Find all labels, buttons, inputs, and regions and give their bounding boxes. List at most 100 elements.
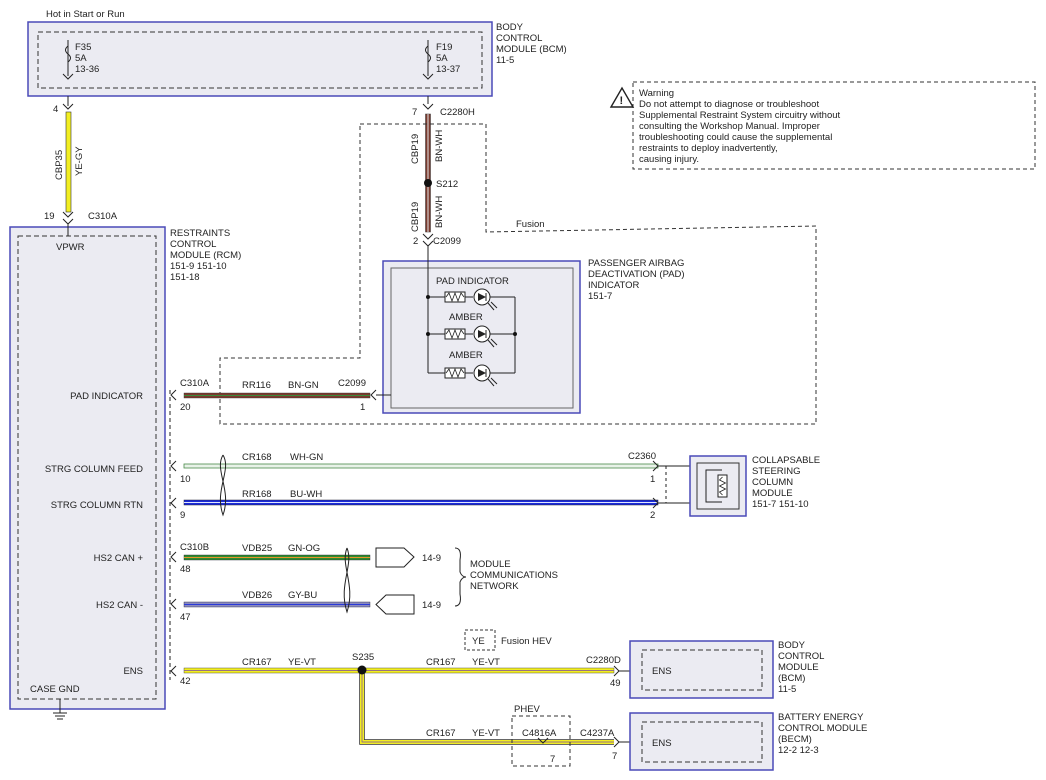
twisted-pair-icon <box>343 547 351 614</box>
rr116-conn-left: C310A <box>180 378 210 389</box>
connector-symbol <box>62 103 74 110</box>
pad-title: PASSENGER AIRBAG DEACTIVATION (PAD) INDI… <box>588 258 685 302</box>
connector-symbol <box>537 737 549 744</box>
pad-module-inner <box>390 267 574 409</box>
svg-text:151-7 151-10: 151-7 151-10 <box>752 499 809 510</box>
phev-label: PHEV <box>514 704 541 715</box>
svg-text:AMBER: AMBER <box>449 350 483 361</box>
cbp35-pin-top: 4 <box>53 104 58 115</box>
network-arrow-icon <box>375 594 415 615</box>
rr116-conn-right: C2099 <box>338 378 366 389</box>
wire-cbp19 <box>425 113 431 233</box>
svg-text:troubleshooting could cause th: troubleshooting could cause the suppleme… <box>639 132 832 143</box>
svg-text:MODULE: MODULE <box>778 662 819 673</box>
rcm-box <box>9 226 166 710</box>
ens-bcm-circuit: CR167 <box>426 657 456 668</box>
svg-text:causing injury.: causing injury. <box>639 154 699 165</box>
cbp35-pin-bottom: 19 <box>44 211 55 222</box>
cbp19-color: BN-WH <box>434 130 445 162</box>
wire-cbp35 <box>65 111 72 213</box>
vdb25-circuit: VDB25 <box>242 543 272 554</box>
svg-text:!: ! <box>620 95 624 107</box>
fusion-hev-label: Fusion HEV <box>501 636 552 647</box>
connector-symbol <box>62 218 74 225</box>
rcm-pin-strg-column-rtn: STRG COLUMN RTN <box>51 500 143 511</box>
svg-text:Warning: Warning <box>639 88 674 99</box>
fuse-f19-ref: 13-37 <box>436 64 460 75</box>
network-arrow-icon <box>375 547 415 568</box>
vdb26-ref: 14-9 <box>422 600 441 611</box>
bcm-bottom-title: BODY CONTROL MODULE (BCM) 11-5 <box>778 640 824 695</box>
connector-symbol <box>170 460 177 472</box>
vdb26-color: GY-BU <box>288 590 317 601</box>
connector-symbol <box>422 103 434 110</box>
rr116-circuit: RR116 <box>242 380 271 391</box>
becm-ens: ENS <box>652 738 672 749</box>
cbp19-circuit-lower: CBP19 <box>410 202 421 232</box>
pad-lamp-row: AMBER <box>428 350 515 387</box>
cbp35-connector: C310A <box>88 211 118 222</box>
rcm-pin-strg-column-feed: STRG COLUMN FEED <box>45 464 143 475</box>
svg-text:PAD INDICATOR: PAD INDICATOR <box>436 276 509 287</box>
splice-s235-label: S235 <box>352 652 374 663</box>
svg-text:STEERING: STEERING <box>752 466 801 477</box>
rcm-pin-ens: ENS <box>123 666 143 677</box>
connector-symbol <box>62 73 74 80</box>
wire-rr116 <box>183 392 371 399</box>
power-source-label: Hot in Start or Run <box>46 9 125 20</box>
ens-bcm-color: YE-VT <box>472 657 500 668</box>
svg-text:(BCM): (BCM) <box>778 673 805 684</box>
wire-rr168 <box>183 499 659 506</box>
connector-symbol <box>370 389 377 401</box>
fuse-f35-id: F35 <box>75 42 91 53</box>
svg-text:151-7: 151-7 <box>588 291 612 302</box>
bcm-bottom-ens: ENS <box>652 666 672 677</box>
warning-text: Warning Do not attempt to diagnose or tr… <box>639 88 841 165</box>
rr116-pin-right: 1 <box>360 402 365 413</box>
svg-text:AMBER: AMBER <box>449 312 483 323</box>
bcm-top-title: BODY CONTROL MODULE (BCM) 11-5 <box>496 22 567 66</box>
c4816a-label: C4816A <box>522 728 557 739</box>
rr168-pin-right: 2 <box>650 510 655 521</box>
svg-text:INDICATOR: INDICATOR <box>588 280 640 291</box>
svg-text:151-18: 151-18 <box>170 272 200 283</box>
ens-circuit: CR167 <box>242 657 272 668</box>
wire-cr167-main <box>183 667 615 674</box>
bcm-top-box <box>27 21 493 97</box>
fusion-hev-box-label: YE <box>472 636 485 647</box>
fuse-f35-ref: 13-36 <box>75 64 99 75</box>
fusion-label: Fusion <box>516 219 545 230</box>
rr116-color: BN-GN <box>288 380 319 391</box>
rcm-pin-pad-indicator: PAD INDICATOR <box>70 391 143 402</box>
ens-bcm-conn: C2280D <box>586 655 621 666</box>
rcm-pin-hs2-can-plus: HS2 CAN + <box>94 553 144 564</box>
cbp19-circuit: CBP19 <box>410 134 421 164</box>
svg-text:consulting the Workshop Manual: consulting the Workshop Manual. Improper <box>639 121 820 132</box>
svg-text:Supplemental Restraint System: Supplemental Restraint System circuitry … <box>639 110 841 121</box>
vdb26-circuit: VDB26 <box>242 590 272 601</box>
rcm-pin-hs2-can-minus: HS2 CAN - <box>96 600 143 611</box>
splice-s212 <box>424 179 432 187</box>
vdb25-conn-left: C310B <box>180 542 209 553</box>
connector-symbol <box>613 665 620 677</box>
ens-becm-pin: 7 <box>612 751 617 762</box>
fuse-f35-symbol <box>65 45 71 63</box>
connector-symbol <box>170 665 177 677</box>
svg-text:11-5: 11-5 <box>778 684 796 695</box>
fusion-hev-box <box>464 629 496 651</box>
svg-text:COLLAPSABLE: COLLAPSABLE <box>752 455 820 466</box>
fuse-f19-rating: 5A <box>436 53 448 64</box>
svg-text:Do not attempt to diagnose or: Do not attempt to diagnose or troublesho… <box>639 99 819 110</box>
rr168-color: BU-WH <box>290 489 322 500</box>
connector-symbol <box>170 551 177 563</box>
twisted-pair-icon <box>219 454 227 517</box>
svg-text:MODULE (BCM): MODULE (BCM) <box>496 44 567 55</box>
cr168-pin-left: 10 <box>180 474 191 485</box>
svg-text:CONTROL: CONTROL <box>778 651 824 662</box>
svg-text:MODULE: MODULE <box>470 559 511 570</box>
svg-text:CONTROL MODULE: CONTROL MODULE <box>778 723 867 734</box>
svg-text:(BECM): (BECM) <box>778 734 812 745</box>
svg-text:NETWORK: NETWORK <box>470 581 519 592</box>
ens-becm-circuit: CR167 <box>426 728 456 739</box>
